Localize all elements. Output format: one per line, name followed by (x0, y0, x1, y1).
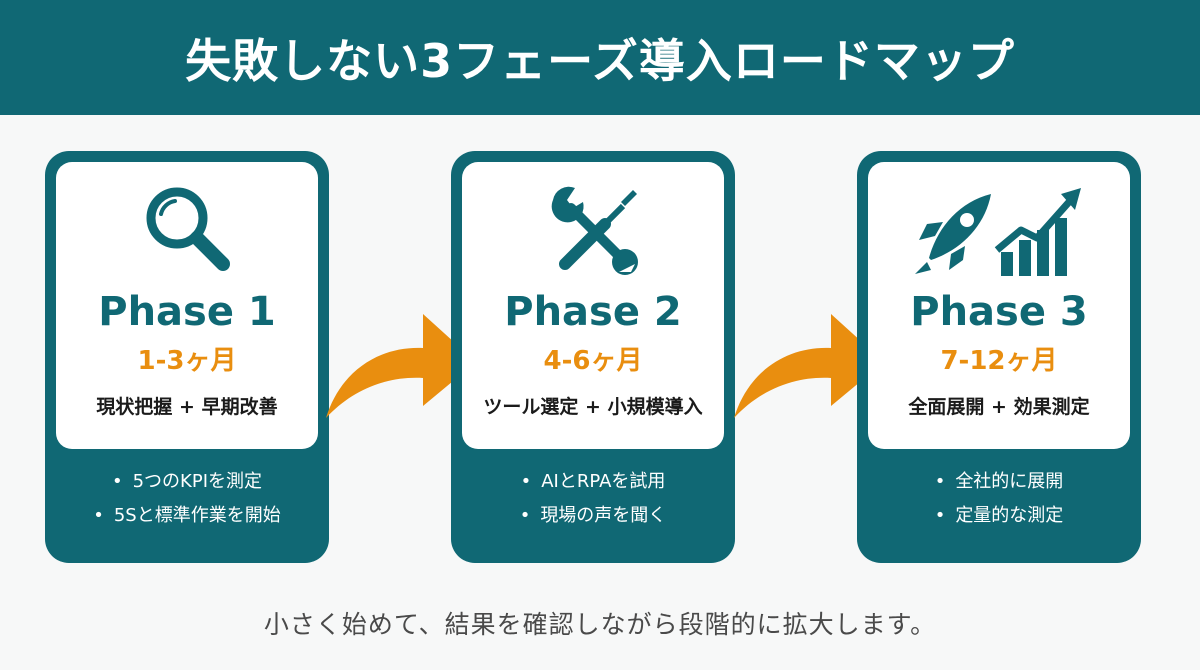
phase-3-period: 7-12ヶ月 (940, 346, 1058, 376)
phase-card-3-top: Phase 3 7-12ヶ月 全面展開 + 効果測定 (868, 162, 1130, 449)
phase-card-1-top: Phase 1 1-3ヶ月 現状把握 + 早期改善 (56, 162, 318, 449)
phase-2-bullets: •AIとRPAを試用 •現場の声を聞く (451, 465, 735, 533)
phase-1-bullets: •5つのKPIを測定 •5Sと標準作業を開始 (45, 465, 329, 533)
arrow-right-icon (326, 314, 476, 418)
magnifier-icon (137, 180, 237, 280)
header-banner: 失敗しない3フェーズ導入ロードマップ (0, 0, 1200, 115)
footer-caption: 小さく始めて、結果を確認しながら段階的に拡大します。 (263, 610, 937, 639)
wrench-screwdriver-icon (543, 180, 643, 280)
list-item: •定量的な測定 (934, 505, 1064, 526)
list-item: •全社的に展開 (934, 471, 1064, 492)
phase-card-3: Phase 3 7-12ヶ月 全面展開 + 効果測定 •全社的に展開 •定量的な… (857, 151, 1141, 563)
phase-2-period: 4-6ヶ月 (543, 346, 643, 376)
page-title: 失敗しない3フェーズ導入ロードマップ (185, 33, 1015, 88)
rocket-growth-chart-icon (909, 180, 1089, 280)
phase-1-period: 1-3ヶ月 (137, 346, 237, 376)
phase-3-bullets: •全社的に展開 •定量的な測定 (857, 465, 1141, 533)
list-item: •AIとRPAを試用 (520, 471, 666, 492)
arrow-right-icon (734, 314, 884, 418)
phase-2-summary: ツール選定 + 小規模導入 (483, 396, 703, 418)
phase-card-1: Phase 1 1-3ヶ月 現状把握 + 早期改善 •5つのKPIを測定 •5S… (45, 151, 329, 563)
phase-card-2: Phase 2 4-6ヶ月 ツール選定 + 小規模導入 •AIとRPAを試用 •… (451, 151, 735, 563)
list-item: •現場の声を聞く (519, 505, 667, 526)
phase-1-summary: 現状把握 + 早期改善 (96, 396, 278, 418)
phase-3-summary: 全面展開 + 効果測定 (908, 396, 1090, 418)
phase-2-title: Phase 2 (504, 289, 682, 335)
phase-card-2-top: Phase 2 4-6ヶ月 ツール選定 + 小規模導入 (462, 162, 724, 449)
list-item: •5つのKPIを測定 (111, 471, 263, 492)
list-item: •5Sと標準作業を開始 (93, 505, 281, 526)
phase-1-title: Phase 1 (98, 289, 276, 335)
phase-3-title: Phase 3 (910, 289, 1088, 335)
